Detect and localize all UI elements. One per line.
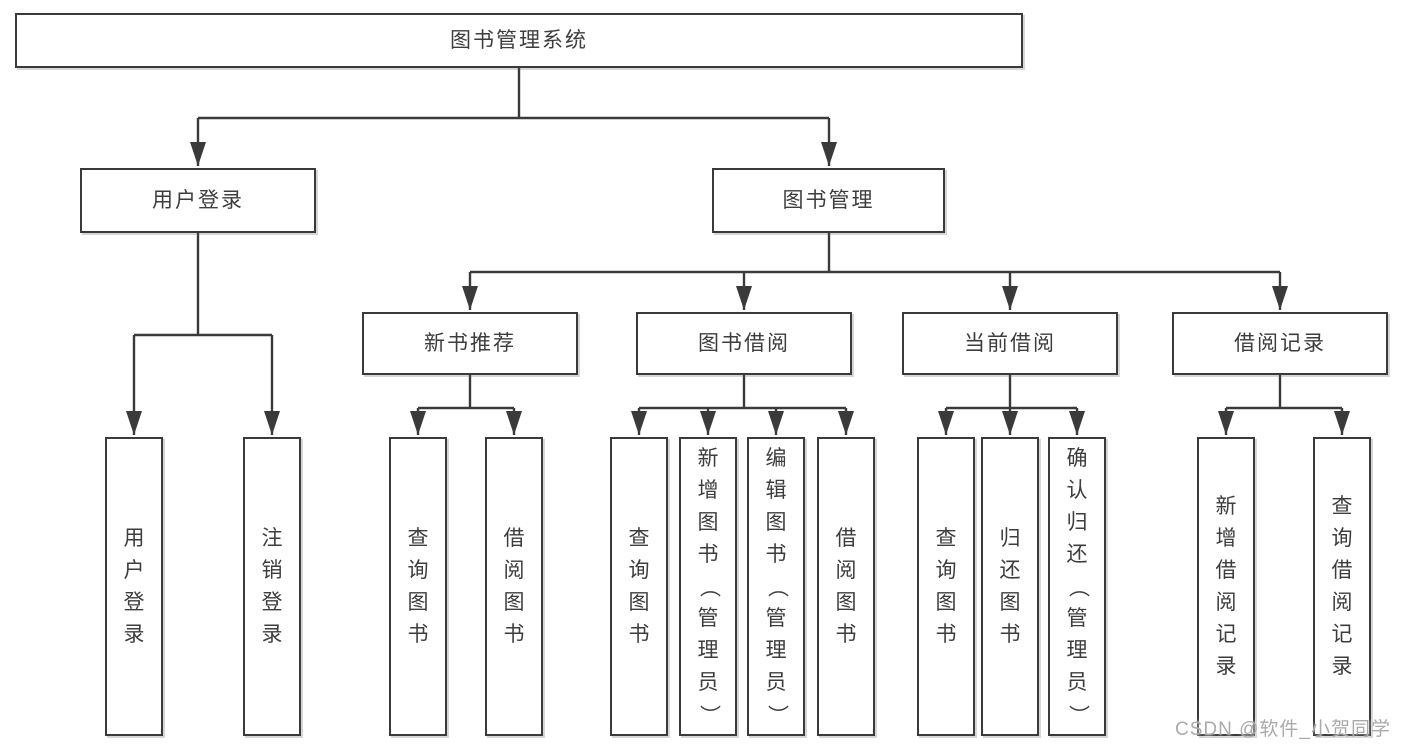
node-book-management-label: 图书管理	[782, 189, 875, 212]
leaf-bb-query-books: 查询图书	[610, 437, 668, 736]
leaf-br-add-record: 新增借阅记录	[1197, 437, 1255, 736]
node-user-login: 用户登录	[80, 168, 316, 233]
leaf-nbr-borrow-books: 借阅图书	[485, 437, 543, 736]
node-borrow-records: 借阅记录	[1172, 312, 1388, 375]
leaf-br-add-record-label: 新增借阅记录	[1215, 494, 1237, 678]
leaf-logout-label: 注销登录	[261, 526, 283, 646]
leaf-bb-borrow-books-label: 借阅图书	[835, 526, 857, 646]
leaf-nbr-borrow-books-label: 借阅图书	[503, 526, 525, 646]
node-book-borrow-label: 图书借阅	[698, 332, 790, 355]
leaf-cb-query-books-label: 查询图书	[935, 526, 957, 646]
node-book-management: 图书管理	[712, 168, 945, 233]
watermark: CSDN @软件_小贺同学	[1175, 719, 1391, 740]
leaf-bb-add-books-admin: 新增图书（管理员）	[679, 437, 737, 736]
leaf-bb-borrow-books: 借阅图书	[817, 437, 875, 736]
node-new-book-recommend-label: 新书推荐	[424, 332, 516, 355]
leaf-bb-edit-books-admin: 编辑图书（管理员）	[747, 437, 805, 736]
leaf-bb-edit-books-admin-label: 编辑图书（管理员）	[765, 446, 788, 726]
node-book-borrow: 图书借阅	[636, 312, 852, 375]
node-root: 图书管理系统	[15, 13, 1023, 68]
leaf-bb-add-books-admin-label: 新增图书（管理员）	[697, 446, 720, 726]
leaf-bb-query-books-label: 查询图书	[628, 526, 650, 646]
leaf-cb-confirm-return-admin-label: 确认归还（管理员）	[1066, 446, 1089, 726]
leaf-logout: 注销登录	[243, 437, 301, 736]
leaf-nbr-query-books-label: 查询图书	[407, 526, 429, 646]
node-new-book-recommend: 新书推荐	[362, 312, 578, 375]
leaf-user-login-label: 用户登录	[123, 526, 145, 646]
node-borrow-records-label: 借阅记录	[1234, 332, 1326, 355]
leaf-br-query-record: 查询借阅记录	[1313, 437, 1371, 736]
node-user-login-label: 用户登录	[152, 189, 244, 212]
leaf-cb-query-books: 查询图书	[917, 437, 975, 736]
leaf-br-query-record-label: 查询借阅记录	[1331, 494, 1353, 678]
node-current-borrow: 当前借阅	[902, 312, 1118, 375]
leaf-cb-return-books-label: 归还图书	[999, 526, 1021, 646]
leaf-nbr-query-books: 查询图书	[389, 437, 447, 736]
leaf-user-login: 用户登录	[105, 437, 163, 736]
node-current-borrow-label: 当前借阅	[964, 332, 1056, 355]
leaf-cb-return-books: 归还图书	[981, 437, 1039, 736]
node-root-label: 图书管理系统	[450, 29, 588, 52]
leaf-cb-confirm-return-admin: 确认归还（管理员）	[1048, 437, 1106, 736]
